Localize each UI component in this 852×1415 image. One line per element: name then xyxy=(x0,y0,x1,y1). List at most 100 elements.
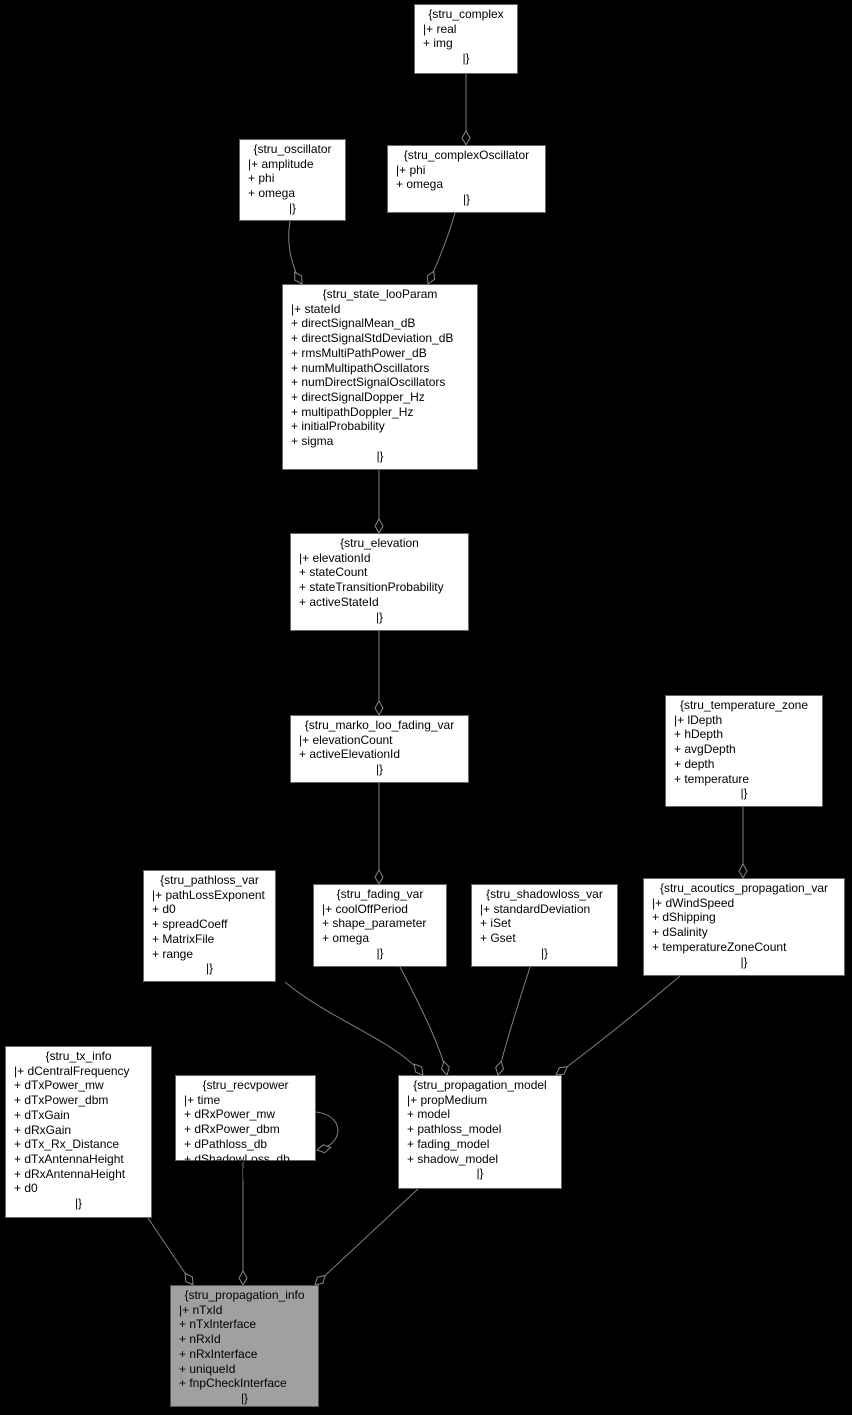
class-node-recvpower[interactable]: {stru_recvpower|+ time+ dRxPower_mw+ dRx… xyxy=(175,1075,316,1180)
class-field: + dTxGain xyxy=(14,1107,70,1122)
class-close: |} xyxy=(74,1196,83,1211)
class-field: + range xyxy=(152,946,194,961)
class-field: + phi xyxy=(248,171,275,186)
class-title: {stru_acoutics_propagation_var xyxy=(659,881,829,895)
edge-pathloss-to-model xyxy=(284,981,424,1076)
class-field: + directSignalMean_dB xyxy=(291,316,416,331)
class-field: |+ stateId xyxy=(291,301,341,316)
class-title: {stru_propagation_model xyxy=(413,1078,547,1092)
class-close: |} xyxy=(376,945,384,960)
class-field: |+ dWindSpeed xyxy=(652,895,735,910)
class-field: |+ amplitude xyxy=(248,156,314,171)
class-title: {stru_elevation xyxy=(340,536,419,550)
class-field: + numMultipathOscillators xyxy=(291,360,430,375)
class-field: + dTxPower_mw xyxy=(14,1078,104,1093)
class-node-complex[interactable]: {stru_complex|+ real+ img|} xyxy=(414,4,518,74)
class-node-tx-info[interactable]: {stru_tx_info|+ dCentralFrequency+ dTxPo… xyxy=(5,1046,152,1218)
class-node-acoutics[interactable]: {stru_acoutics_propagation_var|+ dWindSp… xyxy=(643,878,845,976)
class-field: + sigma xyxy=(291,434,334,449)
class-field: |+ lDepth xyxy=(674,712,723,727)
class-title: {stru_marko_loo_fading_var xyxy=(304,718,455,732)
edge-fading-to-model xyxy=(399,966,450,1076)
class-node-pathloss-var[interactable]: {stru_pathloss_var|+ pathLossExponent+ d… xyxy=(143,870,276,982)
class-field: + initialProbability xyxy=(291,419,385,434)
class-close: |} xyxy=(476,1166,484,1181)
class-node-fading-var[interactable]: {stru_fading_var|+ coolOffPeriod+ shape_… xyxy=(313,884,447,967)
class-field: + directSignalDopper_Hz xyxy=(291,389,425,404)
class-close: |} xyxy=(288,200,297,215)
class-close: |} xyxy=(205,961,214,976)
class-field: + numDirectSignalOscillators xyxy=(291,375,446,390)
class-field: + dRxAntennaHeight xyxy=(14,1166,126,1181)
class-field: + activeElevationId xyxy=(299,747,401,762)
class-close: |} xyxy=(462,51,470,66)
class-field: + stateTransitionProbability xyxy=(299,580,444,595)
class-field: |+ coolOffPeriod xyxy=(322,901,408,916)
class-field: + hDepth xyxy=(674,727,724,742)
class-field: + spreadCoeff xyxy=(152,917,228,932)
edge-recvpower-self xyxy=(315,1111,339,1154)
class-field: + directSignalStdDeviation_dB xyxy=(291,331,454,346)
class-node-oscillator[interactable]: {stru_oscillator|+ amplitude+ phi+ omega… xyxy=(239,139,346,221)
class-field: + rmsMultiPathPower_dB xyxy=(291,345,427,360)
class-field: + omega xyxy=(248,186,296,201)
class-field: |+ dCentralFrequency xyxy=(14,1063,130,1078)
class-close: |} xyxy=(376,448,384,463)
class-title: {stru_pathloss_var xyxy=(160,873,259,887)
class-close: |} xyxy=(540,945,549,960)
class-field: + nRxInterface xyxy=(179,1346,258,1361)
class-node-marko[interactable]: {stru_marko_loo_fading_var|+ elevationCo… xyxy=(290,715,469,783)
class-field: + d0 xyxy=(152,902,176,917)
class-field: |+ pathLossExponent xyxy=(152,887,265,902)
class-field: + iSet xyxy=(480,916,512,931)
class-field: + shape_parameter xyxy=(322,916,427,931)
class-node-state-looParam[interactable]: {stru_state_looParam|+ stateId+ directSi… xyxy=(282,284,478,470)
class-title: {stru_temperature_zone xyxy=(679,698,809,712)
class-title: {stru_oscillator xyxy=(253,142,332,156)
class-field: |+ elevationCount xyxy=(299,732,393,747)
class-field: + dRxPower_dbm xyxy=(184,1122,280,1137)
class-field: + activeStateId xyxy=(299,594,379,609)
class-field: |+ elevationId xyxy=(299,550,371,565)
class-field: + dRxGain xyxy=(14,1122,72,1137)
class-node-temperature-zone[interactable]: {stru_temperature_zone|+ lDepth+ hDepth+… xyxy=(665,695,823,807)
class-close: |} xyxy=(375,762,384,777)
class-field: |+ time xyxy=(184,1092,221,1107)
class-field: + img xyxy=(423,36,453,51)
class-field: |+ standardDeviation xyxy=(480,901,591,916)
class-node-complexOscillator[interactable]: {stru_complexOscillator|+ phi+ omega|} xyxy=(387,145,546,213)
class-node-elevation[interactable]: {stru_elevation|+ elevationId+ stateCoun… xyxy=(290,533,469,631)
class-field: + dTxPower_dbm xyxy=(14,1093,109,1108)
class-node-shadowloss-var[interactable]: {stru_shadowloss_var|+ standardDeviation… xyxy=(471,884,618,967)
class-field: + nRxId xyxy=(179,1332,221,1347)
class-field: + omega xyxy=(322,931,370,946)
class-field: + pathloss_model xyxy=(407,1122,502,1137)
class-field: + stateCount xyxy=(299,565,368,580)
class-node-propagation-model[interactable]: {stru_propagation_model|+ propMedium+ mo… xyxy=(398,1075,562,1189)
class-field: + dRxPower_mw xyxy=(184,1107,276,1122)
class-field: + avgDepth xyxy=(674,742,736,757)
class-close: |} xyxy=(740,786,748,801)
class-field: + multipathDoppler_Hz xyxy=(291,404,414,419)
class-field: + fading_model xyxy=(407,1136,490,1151)
class-title: {stru_complex xyxy=(428,7,504,21)
class-node-propagation-info[interactable]: {stru_propagation_info|+ nTxId+ nTxInter… xyxy=(170,1285,319,1407)
class-field: |+ nTxId xyxy=(179,1302,223,1317)
class-field: |+ propMedium xyxy=(407,1092,488,1107)
class-field: + temperature xyxy=(674,771,750,786)
class-field: + uniqueId xyxy=(179,1361,236,1376)
class-field: + fnpCheckInterface xyxy=(179,1376,287,1391)
class-field: + shadow_model xyxy=(407,1151,499,1166)
class-title: {stru_recvpower xyxy=(202,1078,289,1092)
class-field: |+ phi xyxy=(396,162,426,177)
class-title: {stru_complexOscillator xyxy=(403,148,530,162)
edge-oscillator-to-state xyxy=(288,220,303,285)
class-field: + temperatureZoneCount xyxy=(652,939,787,954)
class-close: |} xyxy=(740,954,748,969)
class-title: {stru_tx_info xyxy=(45,1049,112,1063)
edge-acoutics-to-model xyxy=(555,975,681,1076)
class-close: |} xyxy=(375,609,384,624)
class-title: {stru_state_looParam xyxy=(322,287,438,301)
class-field: + dTx_Rx_Distance xyxy=(14,1137,120,1152)
